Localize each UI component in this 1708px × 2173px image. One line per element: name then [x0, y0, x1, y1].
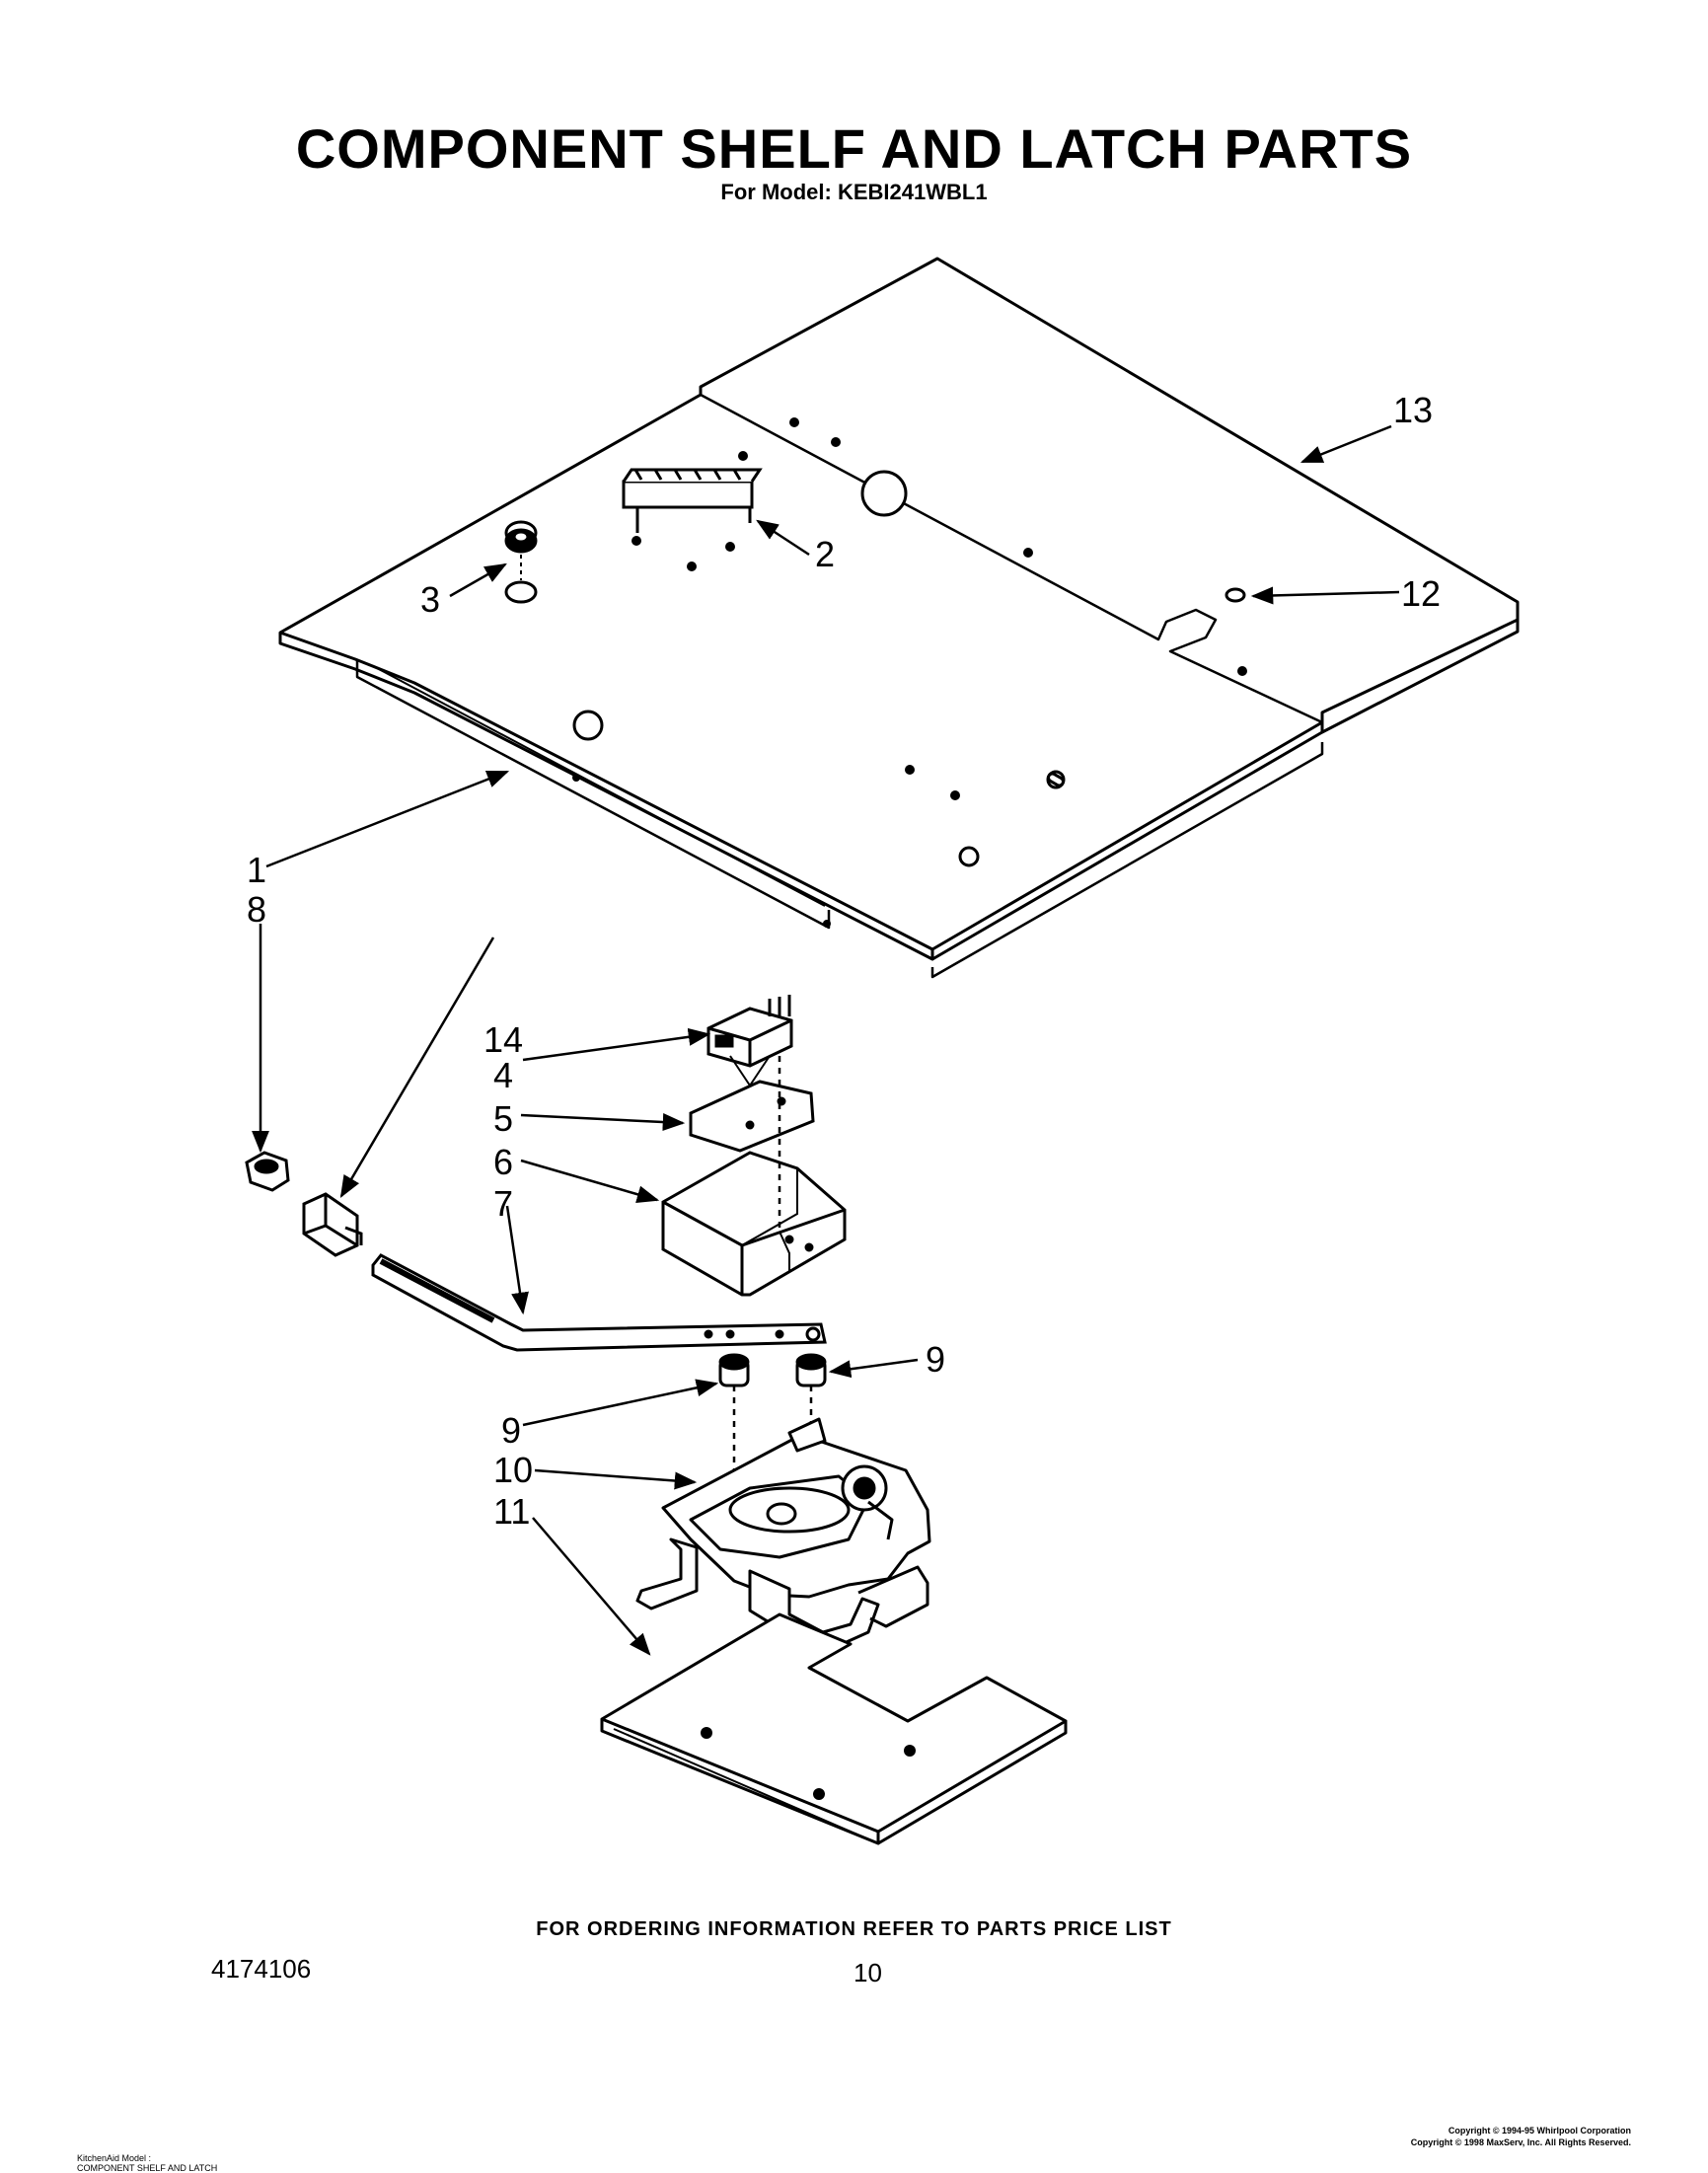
- switch-insulator: [689, 1080, 815, 1153]
- model-footer-line1: KitchenAid Model :: [77, 2153, 152, 2163]
- bumper: [245, 1151, 290, 1192]
- callout-1: 1: [247, 850, 266, 890]
- spacer-right: [795, 1353, 827, 1387]
- callout-13: 13: [1393, 390, 1433, 430]
- latch-rod: [371, 1253, 827, 1352]
- copyright-line1: Copyright © 1994-95 Whirlpool Corporatio…: [1448, 2126, 1631, 2136]
- callout-4: 4: [493, 1055, 513, 1095]
- callout-9-right: 9: [926, 1339, 945, 1380]
- callout-7: 7: [493, 1183, 513, 1224]
- callout-2: 2: [815, 534, 835, 574]
- page-title: COMPONENT SHELF AND LATCH PARTS: [295, 117, 1413, 180]
- callout-11: 11: [493, 1491, 530, 1532]
- callout-12: 12: [1401, 573, 1441, 614]
- copyright-line2: Copyright © 1998 MaxServ, Inc. All Right…: [1410, 2137, 1631, 2147]
- callout-6: 6: [493, 1142, 513, 1182]
- latch-switch: [706, 995, 793, 1087]
- leader-lines: [252, 424, 1400, 1656]
- component-shelf: [278, 257, 1520, 979]
- model-footer-line2: COMPONENT SHELF AND LATCH: [77, 2163, 218, 2173]
- callout-9-left: 9: [501, 1410, 521, 1451]
- callout-8: 8: [247, 889, 266, 930]
- callout-10: 10: [493, 1450, 533, 1490]
- terminal-block: [622, 468, 763, 533]
- latch-assembly: [635, 1417, 931, 1652]
- spacer-left: [718, 1353, 750, 1387]
- switch-cover: [661, 1151, 847, 1297]
- callout-5: 5: [493, 1098, 513, 1139]
- latch-bracket: [302, 1192, 363, 1257]
- callout-14: 14: [483, 1019, 523, 1060]
- callout-3: 3: [420, 579, 440, 620]
- copyright-block: Copyright © 1994-95 Whirlpool Corporatio…: [1411, 2125, 1631, 2148]
- ordering-note: FOR ORDERING INFORMATION REFER TO PARTS …: [536, 1918, 1172, 1940]
- grommet: [504, 520, 538, 604]
- model-subtitle: For Model: KEBI241WBL1: [720, 180, 988, 204]
- page-number: 10: [854, 1958, 882, 1987]
- bottom-cover: [600, 1612, 1068, 1845]
- model-footer: KitchenAid Model : COMPONENT SHELF AND L…: [77, 2153, 217, 2173]
- document-number: 4174106: [211, 1954, 312, 1984]
